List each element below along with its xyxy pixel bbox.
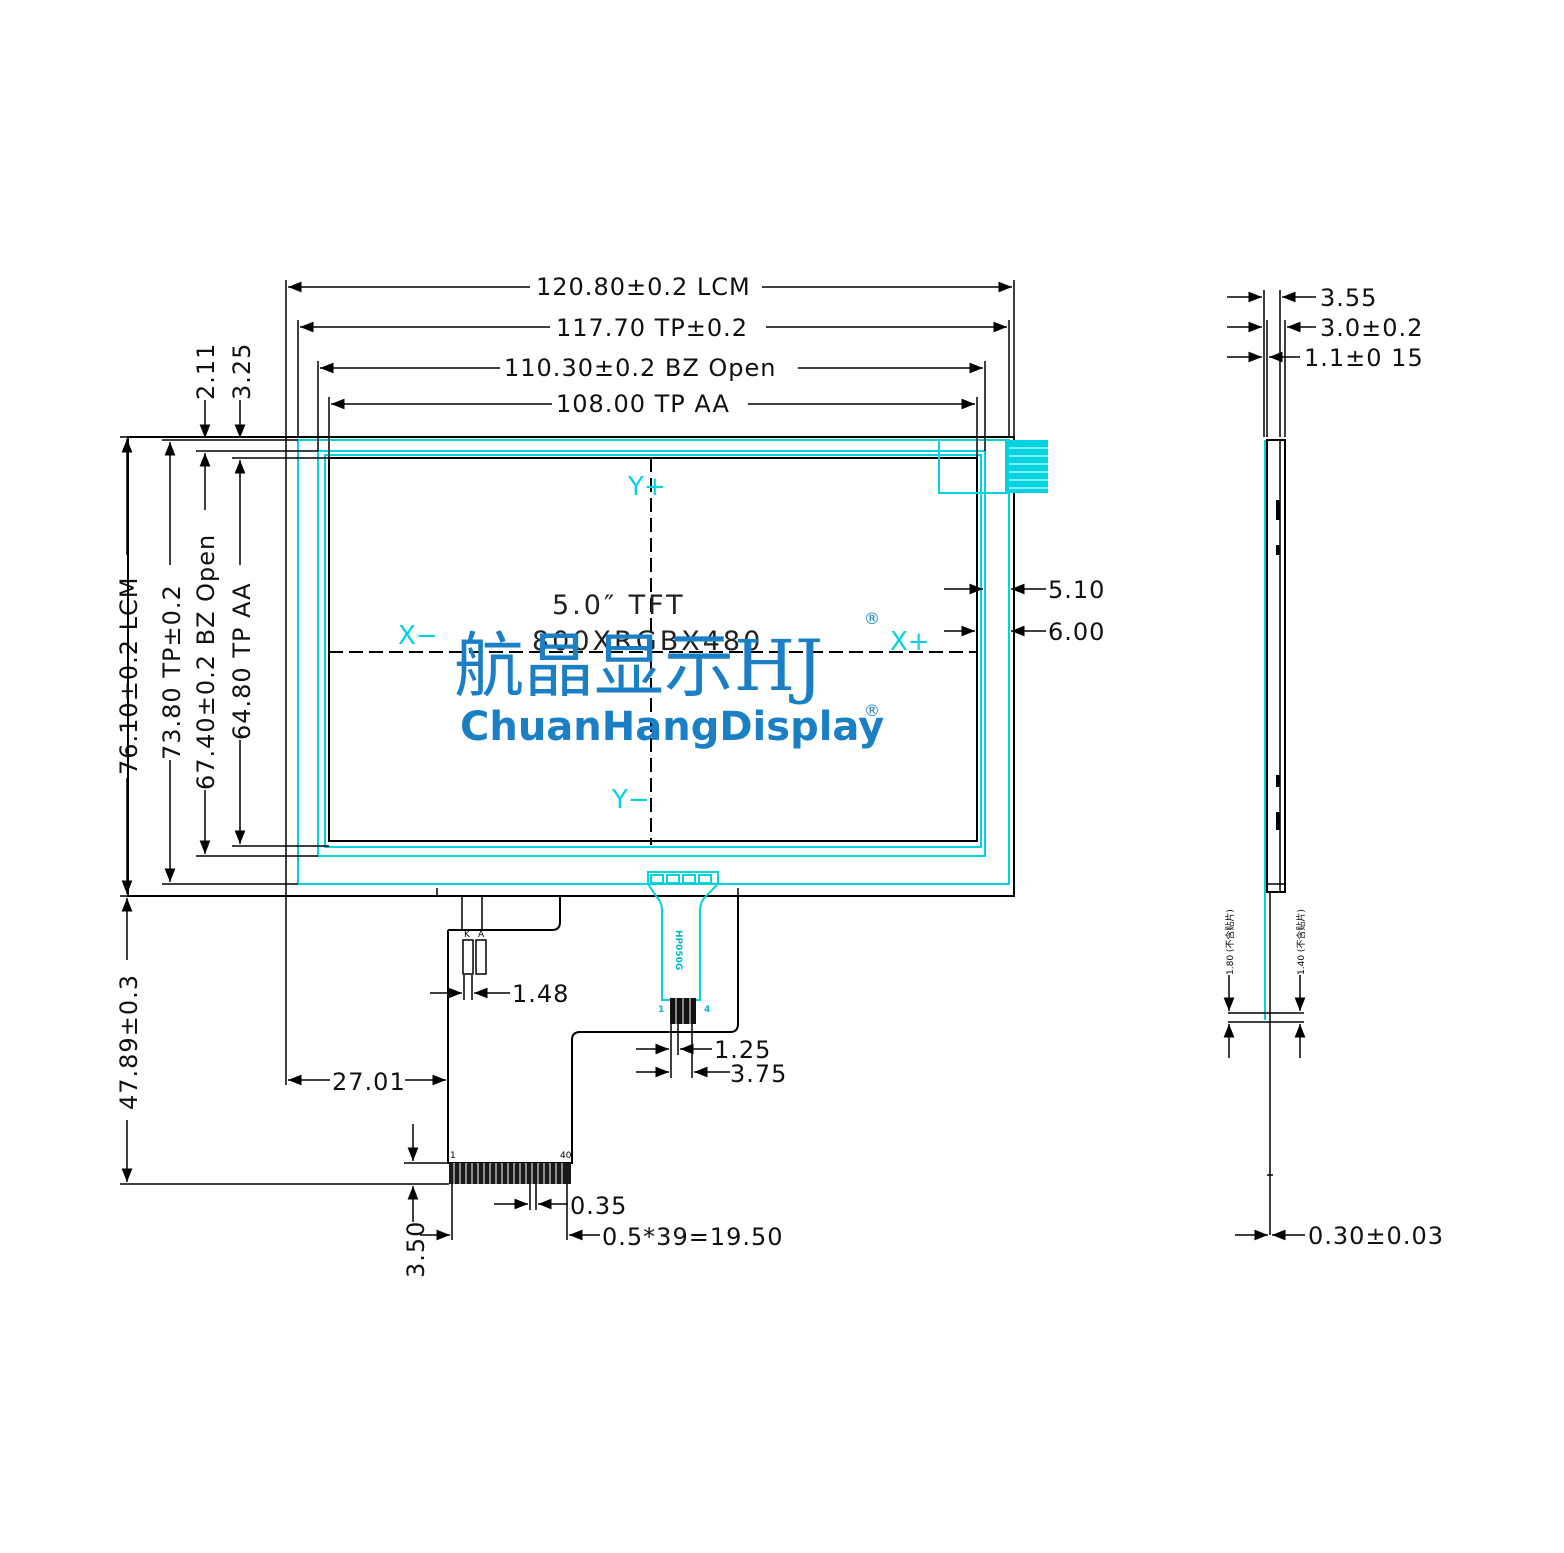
dim-right-offset-1: 5.10 [1048,576,1105,604]
dim-module-thickness: 3.0±0.2 [1320,314,1423,342]
dim-tp-pin-width: 1.25 [714,1036,771,1064]
tp-pin-first: 1 [658,1005,664,1015]
dim-fpc-left-offset: 27.01 [332,1068,406,1096]
top-dimensions [285,280,1015,1085]
y-plus-label: Y+ [627,472,666,502]
side-module-body [1266,439,1286,893]
dim-tp-pin-span: 3.75 [730,1060,787,1088]
dim-fpc-length: 47.89±0.3 [115,974,143,1110]
side-note-right: 1.40 (不含贴片) [1295,909,1307,975]
dim-pin-pitch-total: 0.5*39=19.50 [602,1223,784,1251]
tp-part-number: HP050G [673,930,683,970]
dim-lcm-height: 76.10±0.2 LCM [115,577,143,775]
x-plus-label: X+ [890,627,930,657]
dim-top-offset-2: 3.25 [228,343,256,400]
left-dimensions [120,400,390,897]
dim-tp-width: 117.70 TP±0.2 [556,314,748,342]
tp-fpc: HP050G 1 4 [647,871,719,1024]
dim-total-thickness: 3.55 [1320,284,1377,312]
dim-tp-aa-width: 108.00 TP AA [556,390,730,418]
display-size: 5.0″ TFT [552,590,686,621]
lcm-outline [127,436,1015,897]
side-note-left: 1.80 (不含贴片) [1224,909,1236,975]
dim-tp-height: 73.80 TP±0.2 [158,584,186,760]
dim-tp-thickness: 1.1±0 15 [1304,344,1424,372]
led-k-label: K [464,930,471,940]
main-connector [449,1163,571,1184]
tp-pin-last: 4 [704,1005,710,1015]
fpc-dimensions [120,898,730,1241]
dim-tp-aa-height: 64.80 TP AA [228,582,256,740]
led-pad-a [475,939,487,975]
dim-top-offset-1: 2.11 [192,343,220,400]
connector-pin-first: 1 [450,1151,456,1161]
front-view [127,436,1048,897]
led-a-label: A [478,930,485,940]
brand-cn: 航晶显示HJ [454,625,823,707]
led-pad-k [462,939,474,975]
right-dimensions [944,583,1046,637]
brand-reg-1: ® [864,609,880,628]
dim-led-pitch: 1.48 [512,980,569,1008]
dim-bz-open-width: 110.30±0.2 BZ Open [504,354,777,382]
tp-aa-outline [328,457,978,842]
side-view: 1.80 (不含贴片) 1.40 (不含贴片) [1223,290,1316,1241]
dim-fpc-thickness: 0.30±0.03 [1308,1222,1444,1250]
fpc-cable: K A 1 40 [436,888,739,1184]
tp-tail-pad [1005,440,1048,493]
brand-watermark: 航晶显示HJ ® ChuanHangDisplay ® [454,609,884,750]
bz-open-outline [317,450,986,857]
dim-lcm-width: 120.80±0.2 LCM [536,273,751,301]
dim-right-offset-2: 6.00 [1048,618,1105,646]
dim-stiffener: 3.50 [402,1221,430,1278]
display-resolution: 800XRGBX480 [532,626,763,657]
x-minus-label: X− [398,621,438,651]
dim-pin-width: 0.35 [570,1192,627,1220]
tp-tail-outline [938,439,1010,494]
dim-bz-open-height: 67.40±0.2 BZ Open [192,534,220,790]
connector-pin-last: 40 [560,1151,572,1161]
y-minus-label: Y− [611,785,650,815]
brand-en: ChuanHangDisplay [460,704,884,750]
brand-reg-2: ® [864,701,880,720]
